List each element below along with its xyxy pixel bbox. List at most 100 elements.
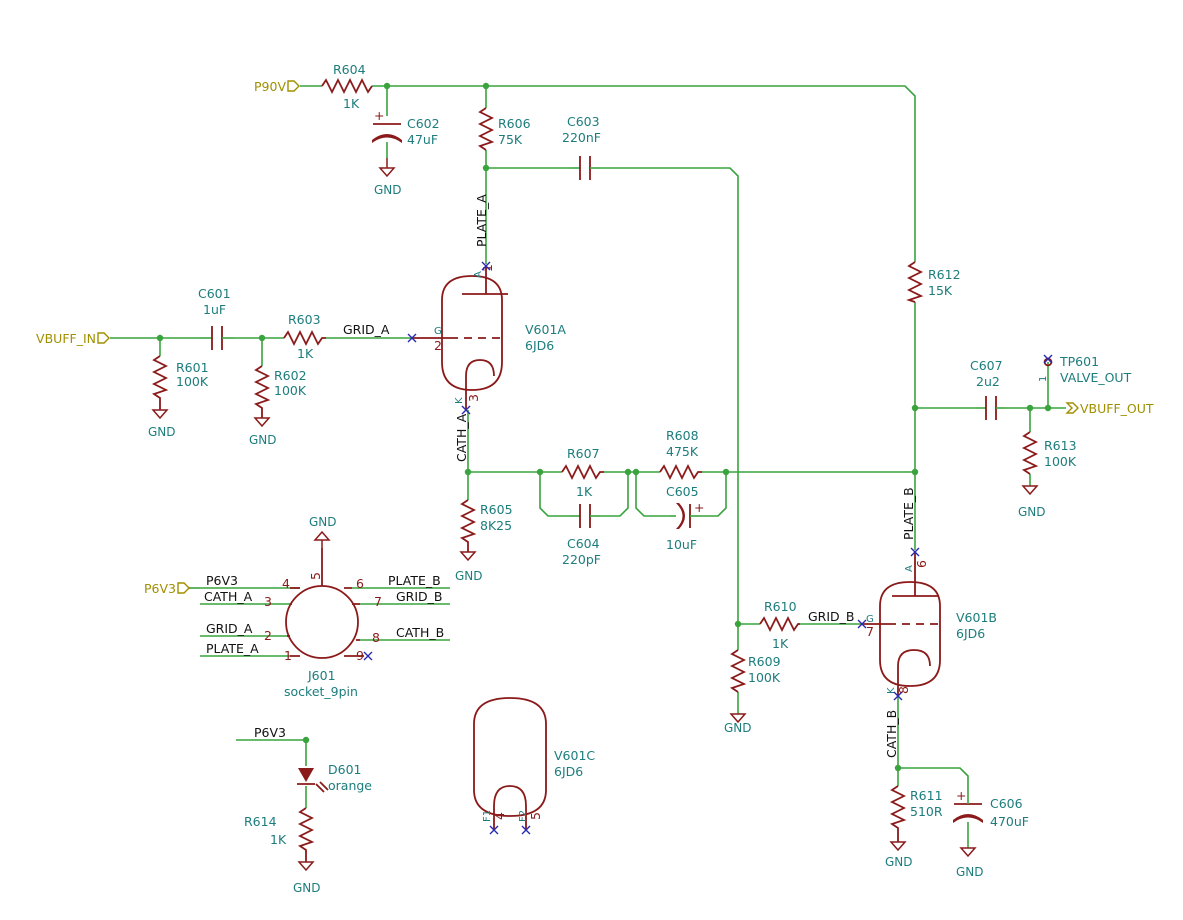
v601a-value: 6JD6 [525,338,554,353]
resistor-r602[interactable]: R602 100K [253,365,307,418]
j601-pin-7: 7 [374,594,382,609]
j601-pin-3: 3 [264,594,272,609]
resistor-r604[interactable]: R604 1K [321,62,373,111]
no-connect-marker [521,825,531,835]
resistor-r607[interactable]: R607 1K [561,446,604,499]
gnd-label: GND [249,433,277,447]
no-connect-marker [1043,354,1053,364]
port-p90v[interactable]: P90V [254,79,300,94]
led-d601[interactable]: D601 orange [297,762,372,793]
gnd-label: GND [455,569,483,583]
r601-ref: R601 [176,360,209,375]
socket-label-grid-b: GRID_B [396,589,443,604]
r608-ref: R608 [666,428,699,443]
d601-value: orange [328,778,372,793]
j601-value: socket_9pin [284,684,358,699]
no-connect-marker [407,333,417,343]
r605-value: 8K25 [480,518,512,533]
resistor-r613[interactable]: R613 100K [1021,431,1077,475]
no-connect-marker [910,547,920,557]
capacitor-c603[interactable]: C603 220nF [562,114,601,180]
junction-dot [894,764,902,772]
c604-value: 220pF [562,552,601,567]
v601c-value: 6JD6 [554,764,583,779]
resistor-r611[interactable]: R611 510R [889,785,943,842]
v601b-value: 6JD6 [956,626,985,641]
r607-value: 1K [576,484,593,499]
port-vbuff-out-label: VBUFF_OUT [1080,401,1154,416]
resistor-r601[interactable]: R601 100K [151,355,209,410]
ground-symbol: GND [885,841,913,869]
net-label-cath-a: CATH_A [454,413,469,462]
r612-ref: R612 [928,267,961,282]
r605-ref: R605 [480,502,513,517]
capacitor-c604[interactable]: C604 220pF [562,504,601,567]
junction-dot [911,404,919,412]
c605-plus: + [694,500,704,515]
c601-ref: C601 [198,286,231,301]
capacitor-c602[interactable]: + C602 47uF [372,108,440,158]
v601b-anode-name: A [904,565,915,572]
no-connect-marker [461,405,471,415]
v601b-ref: V601B [956,610,997,625]
tube-v601b[interactable]: A 6 G 7 K 8 V601B 6JD6 [862,552,997,696]
port-vbuff-in[interactable]: VBUFF_IN [36,331,110,346]
v601c-pin-4: 4 [492,812,507,820]
socket-label-grid-a: GRID_A [206,621,253,636]
no-connect-marker [489,825,499,835]
c607-ref: C607 [970,358,1003,373]
j601-ref: J601 [307,668,336,683]
c602-value: 47uF [407,132,438,147]
v601a-anode-name: A [473,271,484,278]
resistor-r609[interactable]: R609 100K [729,649,781,693]
c605-value: 10uF [666,537,697,552]
r601-value: 100K [176,374,209,389]
port-vbuff-out[interactable]: VBUFF_OUT [1065,401,1154,416]
resistor-r606[interactable]: R606 75K [477,107,531,151]
d601-ref: D601 [328,762,361,777]
socket-label-cath-b: CATH_B [396,625,444,640]
r607-ref: R607 [567,446,600,461]
junction-dot [464,468,472,476]
c605-ref: C605 [666,484,699,499]
r608-value: 475K [666,444,699,459]
ground-symbol: GND [249,417,277,447]
capacitor-c605[interactable]: + C605 10uF [666,484,704,552]
j601-pin-5: 5 [308,572,323,580]
resistor-r603[interactable]: R603 1K [283,312,326,361]
v601c-f1-name: F1 [482,810,493,822]
junction-dot [383,82,391,90]
junction-dot [1044,404,1052,412]
tube-v601a[interactable]: A 1 G 2 K 3 V601A 6JD6 [412,264,566,410]
tube-v601c[interactable]: F1 4 F2 5 V601C 6JD6 [473,697,595,830]
gnd-label: GND [293,881,321,895]
resistor-r610[interactable]: R610 1K [759,599,800,651]
j601-pin-1: 1 [284,648,292,663]
resistor-r605[interactable]: R605 8K25 [459,499,513,552]
junction-dot [258,334,266,342]
r614-ref: R614 [244,814,277,829]
port-p6v3[interactable]: P6V3 [144,581,200,596]
r604-value: 1K [343,96,360,111]
capacitor-c601[interactable]: C601 1uF [198,286,234,350]
r606-ref: R606 [498,116,531,131]
ground-symbol: GND [724,713,752,735]
v601a-pin-3: 3 [466,394,481,402]
net-label-plate-b: PLATE_B [901,487,916,540]
c602-plus: + [374,108,384,123]
junctions [156,82,1052,772]
capacitor-c607[interactable]: C607 2u2 [970,358,1006,420]
test-point-tp601[interactable]: 1 TP601 VALVE_OUT [1038,354,1132,385]
v601b-pin-7: 7 [866,624,874,639]
socket-j601[interactable]: 5 4 3 2 1 6 7 8 9 J601 socket_9pin [264,548,382,699]
capacitor-c606[interactable]: + C606 470uF [953,788,1029,848]
v601b-pin-8: 8 [896,686,911,694]
resistor-r612[interactable]: R612 15K [906,261,961,303]
resistor-r608[interactable]: R608 475K [659,428,702,481]
socket-label-p6v3: P6V3 [206,573,238,588]
c603-value: 220nF [562,130,601,145]
j601-pin-4: 4 [282,576,290,591]
resistor-r614[interactable]: R614 1K [244,807,315,862]
port-p90v-label: P90V [254,79,286,94]
